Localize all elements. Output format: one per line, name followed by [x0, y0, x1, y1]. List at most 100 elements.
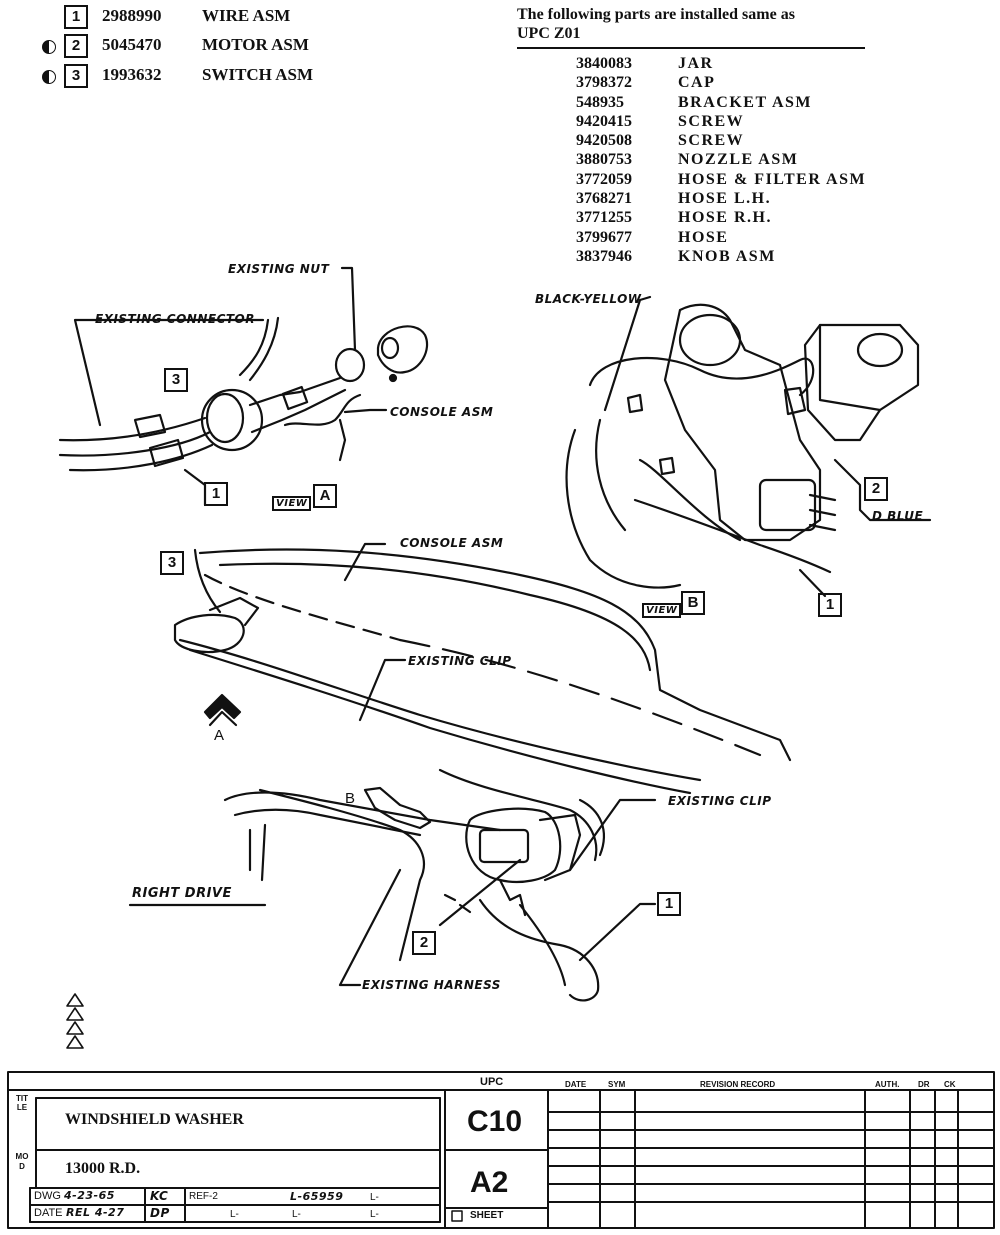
l-field: L- — [370, 1192, 379, 1203]
callout-existing-connector: EXISTING CONNECTOR — [95, 312, 256, 326]
l-field: L- — [230, 1209, 239, 1220]
callout-d-blue: D BLUE — [872, 509, 924, 523]
upc-code: C10 — [467, 1105, 523, 1138]
title-block-frame — [7, 1071, 995, 1229]
installed-part-number: 3772059 — [576, 170, 632, 188]
rev-header-date: DATE — [565, 1080, 587, 1089]
motor-body — [663, 303, 822, 542]
part-name: SWITCH ASM — [202, 65, 313, 84]
installed-part-number: 9420415 — [576, 112, 632, 130]
view-a-letter-box: A — [313, 484, 337, 508]
callout-right-drive: RIGHT DRIVE — [132, 886, 232, 901]
callout-console-asm: CONSOLE ASM — [390, 405, 494, 419]
leader-line — [358, 658, 407, 722]
switch-assembly — [173, 613, 245, 654]
callout-box: 1 — [818, 593, 842, 617]
leader-line — [578, 902, 657, 962]
part-num-box: 2 — [64, 34, 88, 58]
part-number: 2988990 — [102, 6, 162, 25]
callout-box: 3 — [160, 551, 184, 575]
rev-header-ck: CK — [944, 1080, 956, 1089]
leader-line — [343, 542, 387, 582]
part-number: 1993632 — [102, 65, 162, 84]
rev-header-auth: AUTH. — [875, 1080, 900, 1089]
callout-box: 2 — [864, 477, 888, 501]
installed-part-number: 3798372 — [576, 74, 632, 92]
view-b-text: VIEW — [646, 605, 678, 616]
ref-label: REF-2 — [189, 1191, 218, 1202]
leader-line — [798, 568, 827, 598]
view-a-drawing — [58, 266, 429, 507]
arrow-b-part — [363, 786, 432, 830]
callout-console-asm: CONSOLE ASM — [400, 536, 504, 550]
leader-line — [73, 318, 265, 427]
callout-existing-harness: EXISTING HARNESS — [362, 978, 501, 992]
installed-part-names: JAR CAP BRACKET ASM SCREW SCREW NOZZLE A… — [678, 54, 866, 266]
upc-label: UPC — [480, 1076, 504, 1088]
callout-black-yellow: BLACK-YELLOW — [535, 292, 642, 306]
leader-line — [568, 798, 657, 872]
view-b-label: VIEW — [642, 603, 682, 618]
l-field: L- — [292, 1209, 301, 1220]
jar — [818, 323, 920, 412]
installed-part-name: HOSE & FILTER ASM — [678, 170, 867, 188]
leader-line — [833, 458, 932, 522]
half-circle-marker-icon — [42, 40, 56, 54]
heading-underline — [517, 47, 865, 49]
installed-part-name: KNOB ASM — [678, 247, 776, 265]
rev-header-sym: SYM — [608, 1080, 626, 1089]
dwg-initials: KC — [150, 1189, 169, 1203]
callout-box: 2 — [412, 931, 436, 955]
part-name: MOTOR ASM — [202, 35, 309, 54]
callout-box: 3 — [164, 368, 188, 392]
dwg-value: 4-23-65 — [64, 1189, 115, 1202]
l-value: L-65959 — [290, 1190, 344, 1203]
part-name: WIRE ASM — [202, 6, 291, 25]
installed-part-name: HOSE L.H. — [678, 190, 772, 208]
leader-line — [438, 858, 522, 927]
right-drive-drawing — [128, 786, 657, 1002]
callout-box: 1 — [657, 892, 681, 916]
view-b-letter-box: B — [681, 591, 705, 615]
installed-part-name: SCREW — [678, 132, 745, 150]
l-field: L- — [370, 1209, 379, 1220]
drawing-title: WINDSHIELD WASHER — [65, 1111, 244, 1128]
view-a-text: VIEW — [276, 498, 308, 509]
date-initials: DP — [150, 1206, 170, 1220]
installed-part-number: 3799677 — [576, 228, 632, 246]
callout-existing-clip: EXISTING CLIP — [408, 654, 512, 668]
half-circle-marker-icon — [42, 70, 56, 84]
leader-line — [603, 295, 652, 412]
callout-existing-clip: EXISTING CLIP — [668, 794, 772, 808]
installed-part-numbers: 3840083 3798372 548935 9420415 9420508 3… — [576, 54, 632, 266]
motor-assembly — [465, 807, 562, 884]
installed-part-number: 548935 — [576, 93, 624, 111]
date-value: REL 4-27 — [66, 1206, 125, 1219]
arrow-b-label: B — [345, 790, 356, 807]
view-a-label: VIEW — [272, 496, 312, 511]
part-number: 5045470 — [102, 35, 162, 54]
sheet-label: SHEET — [470, 1210, 504, 1221]
installed-part-name: CAP — [678, 74, 716, 92]
revision-triangles — [66, 993, 84, 1049]
sheet-code: A2 — [470, 1166, 509, 1199]
leader-line — [338, 868, 402, 987]
arrow-a-icon — [203, 693, 242, 720]
model-value: 13000 R.D. — [65, 1160, 141, 1177]
existing-nut — [334, 347, 366, 383]
callout-existing-nut: EXISTING NUT — [228, 262, 330, 276]
arrow-a-label: A — [214, 727, 225, 744]
date-label: DATE — [34, 1207, 63, 1219]
installed-part-number: 3837946 — [576, 247, 632, 265]
installed-part-number: 9420508 — [576, 132, 632, 150]
knob — [376, 325, 429, 374]
dwg-label: DWG — [34, 1190, 61, 1202]
leader-line — [340, 266, 357, 352]
callout-box: 1 — [204, 482, 228, 506]
part-num-box: 1 — [64, 5, 88, 29]
installed-part-number: 3768271 — [576, 190, 632, 208]
installed-heading: The following parts are installed same a… — [517, 6, 795, 23]
rev-header-dr: DR — [918, 1080, 930, 1089]
installed-part-name: NOZZLE ASM — [678, 151, 799, 169]
rev-header-record: REVISION RECORD — [700, 1080, 776, 1089]
